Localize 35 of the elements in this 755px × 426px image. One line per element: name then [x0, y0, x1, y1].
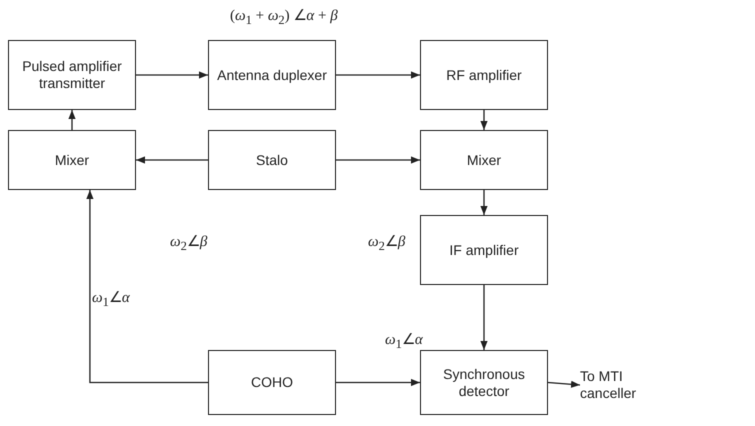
block-box: [208, 40, 336, 110]
block-label: Stalo: [256, 152, 288, 168]
arrow: [336, 378, 420, 386]
block-label: Synchronous detector: [442, 366, 526, 400]
arrow: [136, 71, 208, 79]
block-box: [420, 40, 548, 110]
block-box: [420, 350, 548, 415]
arrow: [480, 285, 488, 350]
block-label: RF amplifier: [446, 66, 522, 84]
block-box: [420, 215, 548, 285]
arrow: [480, 190, 488, 215]
block-label: Mixer: [466, 152, 502, 168]
block-box: [208, 350, 336, 415]
block-label: Antenna duplexer: [217, 66, 327, 84]
block-label: IF amplifier: [449, 242, 519, 258]
block-label: Pulsed amplifier transmitter: [21, 58, 123, 92]
arrow: [68, 110, 76, 130]
arrow: [136, 156, 208, 164]
arrow: [336, 71, 420, 79]
signal-label: (ω$_{1}$ + ω$_{2}$) ∠α + β: [230, 7, 338, 28]
signal-label: ω$_{2}$∠β: [170, 233, 208, 254]
signal-label: ω$_{2}$∠β: [368, 233, 406, 254]
block-box: [8, 130, 136, 190]
block-box: [8, 40, 136, 110]
block-label: COHO: [251, 374, 293, 391]
signal-label: ω$_{1}$∠α: [385, 331, 423, 352]
arrow: [336, 156, 420, 164]
block-box: [420, 130, 548, 190]
output-label: To MTI canceller: [580, 368, 638, 402]
block-label: Mixer: [54, 152, 90, 168]
arrow: [86, 190, 208, 384]
block-box: [208, 130, 336, 190]
arrow: [548, 380, 580, 388]
signal-label: ω$_{1}$∠α: [92, 289, 130, 310]
arrow: [480, 110, 488, 130]
